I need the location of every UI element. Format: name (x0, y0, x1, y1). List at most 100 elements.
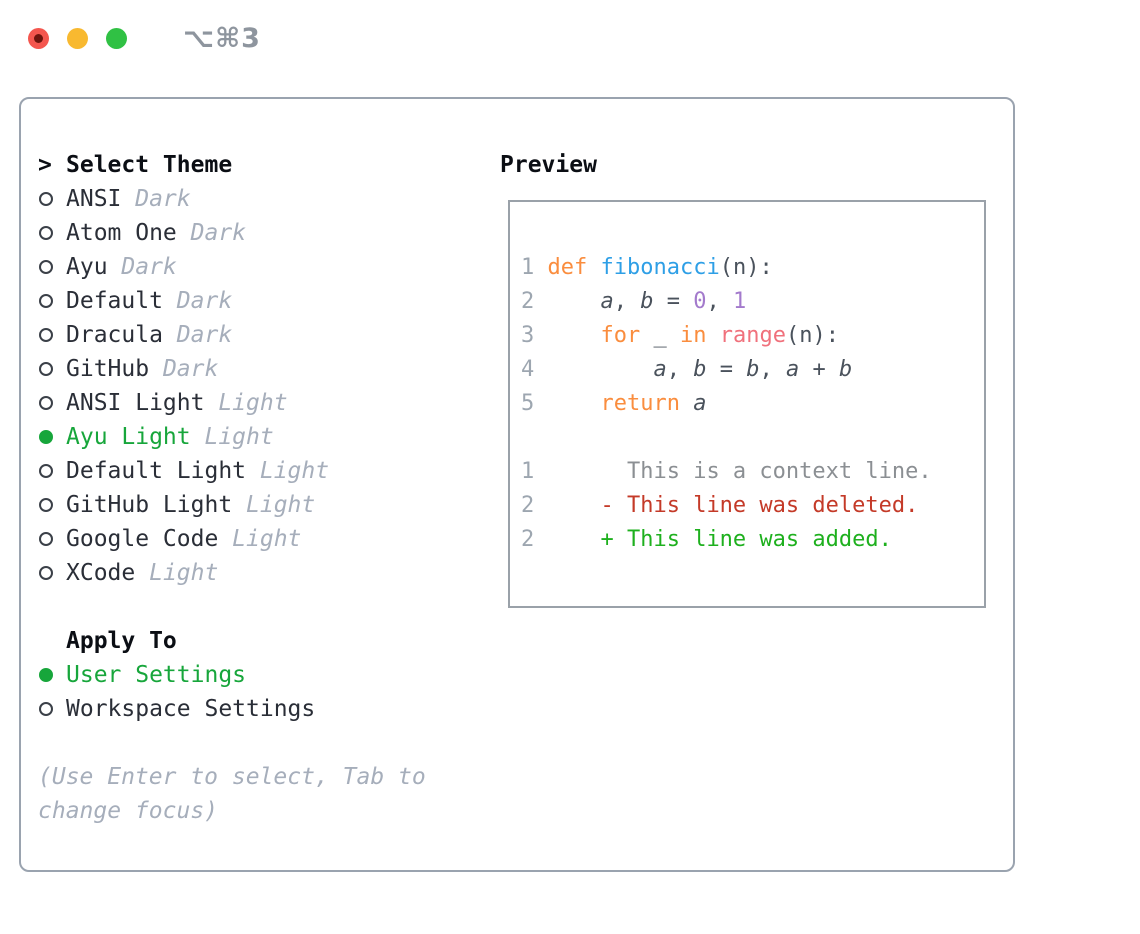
radio-selected-icon (39, 668, 53, 682)
preview-code-line: 5 return a (521, 387, 932, 421)
token-pl: (n): (719, 255, 773, 280)
title-bar: ⌥⌘3 (28, 23, 261, 54)
token-pl: _ (653, 323, 680, 348)
theme-name: GitHub (66, 356, 150, 382)
theme-option-ansi[interactable]: ANSI Dark (38, 182, 426, 216)
radio-unselected-icon (39, 328, 53, 342)
theme-variant-label: Light (218, 390, 288, 416)
token-pl: , (759, 357, 786, 382)
theme-option-ansi-light[interactable]: ANSI Light Light (38, 386, 426, 420)
token-num: 0 (693, 289, 707, 314)
token-pl: = (706, 357, 747, 382)
token-var: a (653, 357, 667, 382)
theme-name: Ayu Light (66, 424, 191, 450)
preview-code-line: 3 for _ in range(n): (521, 319, 932, 353)
theme-name: XCode (66, 560, 136, 586)
zoom-button-icon[interactable] (106, 27, 127, 49)
theme-variant-label: Dark (162, 356, 219, 382)
spacer-row (38, 726, 426, 760)
apply-to-header: Apply To (38, 624, 426, 658)
preview-code-line: 2 + This line was added. (521, 523, 932, 557)
token-var: b (693, 357, 707, 382)
token-pl (548, 357, 654, 382)
theme-name: Ayu (66, 254, 108, 280)
token-var: a (785, 357, 800, 382)
token-pl: , (706, 289, 733, 314)
preview-blank-line (521, 421, 932, 455)
theme-name: ANSI Light (66, 390, 205, 416)
apply-option-label: User Settings (66, 662, 247, 688)
theme-option-github[interactable]: GitHub Dark (38, 352, 426, 386)
token-kw: in (679, 323, 720, 348)
theme-option-ayu-light[interactable]: Ayu Light Light (38, 420, 426, 454)
theme-name: Default (66, 288, 163, 314)
apply-to-title: Apply To (66, 628, 177, 654)
apply-option-user-settings[interactable]: User Settings (38, 658, 426, 692)
theme-variant-label: Light (204, 424, 274, 450)
minimize-button-icon[interactable] (67, 27, 88, 49)
apply-option-workspace-settings[interactable]: Workspace Settings (38, 692, 426, 726)
theme-variant-label: Light (246, 492, 316, 518)
token-pl: , (613, 289, 641, 314)
token-var: b (640, 289, 654, 314)
token-ln: 5 (521, 391, 548, 416)
token-pl: , (666, 357, 694, 382)
theme-variant-label: Dark (135, 186, 191, 212)
theme-list-header: > Select Theme (38, 148, 426, 182)
focus-caret-icon: > (38, 152, 52, 178)
theme-option-ayu[interactable]: Ayu Dark (38, 250, 426, 284)
radio-unselected-icon (39, 464, 53, 478)
token-ln: 2 (521, 493, 548, 518)
theme-variant-label: Dark (121, 254, 177, 280)
preview-code-line: 2 - This line was deleted. (521, 489, 932, 523)
preview-code-line: 2 a, b = 0, 1 (521, 285, 932, 319)
token-kw: for (600, 323, 654, 348)
radio-unselected-icon (39, 532, 53, 546)
radio-unselected-icon (39, 192, 53, 206)
token-num: 1 (732, 289, 747, 314)
radio-unselected-icon (39, 498, 53, 512)
theme-list-title: Select Theme (66, 152, 233, 178)
token-var: b (838, 357, 853, 382)
token-ln: 3 (521, 323, 548, 348)
token-pl (548, 391, 601, 416)
radio-unselected-icon (39, 226, 53, 240)
radio-unselected-icon (39, 260, 53, 274)
token-var: a (693, 391, 707, 416)
radio-unselected-icon (39, 566, 53, 580)
token-ln: 2 (521, 527, 548, 552)
apply-option-label: Workspace Settings (66, 696, 316, 722)
theme-variant-label: Light (259, 458, 330, 484)
token-add: + This line was added. (547, 527, 892, 552)
theme-variant-label: Light (232, 526, 302, 552)
token-pl: (n): (785, 323, 839, 348)
token-pl: = (653, 289, 694, 314)
radio-unselected-icon (39, 362, 53, 376)
token-pl: + (799, 357, 839, 382)
radio-unselected-icon (39, 702, 53, 716)
close-button-icon[interactable] (28, 27, 49, 49)
theme-name: Dracula (66, 322, 163, 348)
token-pl (548, 289, 601, 314)
theme-name: ANSI (66, 186, 122, 212)
preview-title: Preview (500, 152, 597, 178)
token-del: - This line was deleted. (547, 493, 919, 518)
token-ctx: This is a context line. (547, 459, 932, 484)
token-ln: 1 (521, 459, 548, 484)
spacer-row (38, 590, 426, 624)
token-kw: def (547, 255, 601, 280)
radio-unselected-icon (39, 396, 53, 410)
